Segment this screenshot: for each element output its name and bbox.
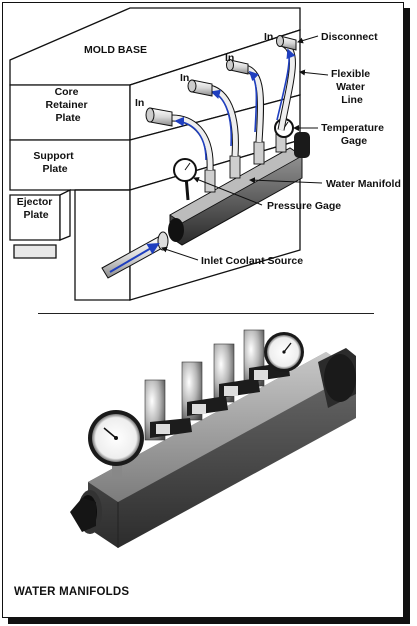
flow-arrows <box>174 48 296 161</box>
frame-shadow-right <box>404 8 410 622</box>
label-pressure-gage: Pressure Gage <box>267 200 341 212</box>
disconnect-couplings <box>145 35 297 127</box>
section-divider <box>38 313 374 314</box>
label-water-manifold: Water Manifold <box>326 178 401 190</box>
ejector-plate <box>9 188 71 259</box>
label-flexible-water-line: Flexible Water Line <box>331 68 373 106</box>
label-in-2: In <box>180 72 189 84</box>
mold-base-diagram: MOLD BASE Core Retainer Plate Support Pl… <box>9 7 401 301</box>
label-in-3: In <box>225 52 234 64</box>
label-mold-base: MOLD BASE <box>84 44 147 56</box>
leader-lines <box>161 35 329 261</box>
photo-caption: WATER MANIFOLDS <box>14 586 130 598</box>
label-core-retainer-plate: Core Retainer Plate <box>46 86 91 124</box>
label-temperature-gage: Temperature Gage <box>321 122 387 147</box>
label-ejector-plate: Ejector Plate <box>17 196 56 221</box>
label-inlet-coolant-source: Inlet Coolant Source <box>201 255 303 267</box>
frame-shadow-bottom <box>8 618 410 624</box>
water-manifold <box>168 132 310 246</box>
label-in-4: In <box>264 31 273 43</box>
label-support-plate: Support Plate <box>33 150 76 175</box>
label-disconnect: Disconnect <box>321 31 378 43</box>
inlet-coolant-pipe <box>101 231 169 279</box>
label-in-1: In <box>135 97 144 109</box>
pressure-gage-drawing <box>173 158 197 201</box>
